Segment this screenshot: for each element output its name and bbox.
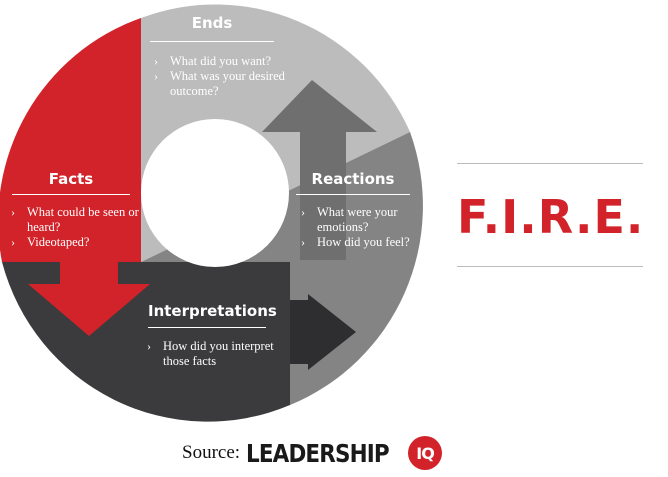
list-item: What were your emotions? [299,205,411,235]
iq-badge-icon: IQ [408,436,443,470]
ends-bullets: What did you want? What was your desired… [152,54,292,99]
source-label: Source: [182,442,241,463]
list-item: Videotaped? [9,235,139,250]
fire-bottom-rule [457,266,643,267]
ends-divider [150,41,274,42]
list-item: What could be seen or heard? [9,205,139,235]
interpretations-divider [148,327,266,328]
interpretations-bullets: How did you interpret those facts [145,339,275,369]
list-item: What did you want? [152,54,292,69]
facts-quadrant [0,18,141,262]
list-item: What was your desired outcome? [152,69,292,99]
reactions-quadrant [141,132,423,405]
facts-arrow [28,258,150,336]
leadership-iq-logo: LEADERSHIP [246,438,390,468]
reactions-divider [296,194,410,195]
interpretations-arrow [290,294,356,370]
facts-divider [12,194,130,195]
list-item: How did you interpret those facts [145,339,275,369]
list-item: How did you feel? [299,235,411,250]
reactions-title: Reactions [311,170,395,188]
facts-title: Facts [48,170,94,188]
ends-arrow [262,80,377,260]
reactions-bullets: What were your emotions? How did you fee… [299,205,411,250]
fire-title: F.I.R.E. [457,190,645,244]
ends-title: Ends [191,14,233,32]
source-credit: Source: LEADERSHIP IQ [182,436,443,470]
center-hole [141,119,289,267]
facts-bullets: What could be seen or heard? Videotaped? [9,205,139,250]
interpretations-title: Interpretations [148,302,277,320]
fire-top-rule [457,163,643,164]
